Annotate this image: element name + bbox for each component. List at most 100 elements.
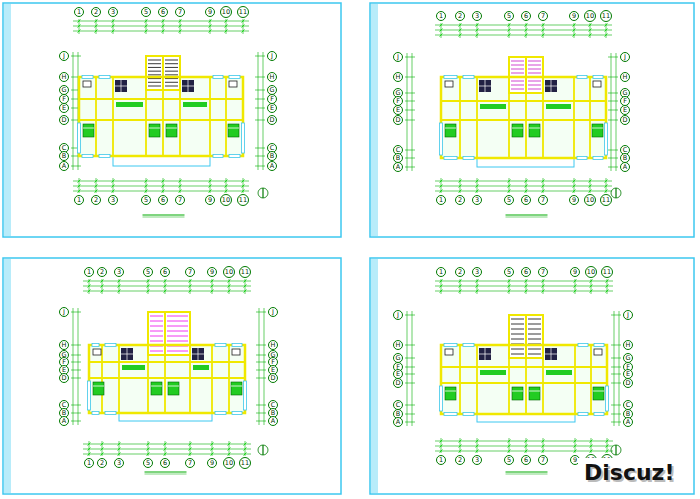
dimension-tick (95, 20, 98, 23)
bed-symbol (228, 128, 239, 129)
dimension-tick (459, 24, 462, 27)
axis-bubble: 10 (223, 266, 235, 278)
bed-symbol (149, 124, 160, 137)
window (444, 344, 457, 347)
axis-label: 10 (586, 13, 594, 20)
axis-label: H (396, 74, 401, 81)
dimension-tick (589, 190, 592, 193)
balcony (477, 158, 574, 167)
window (215, 344, 226, 347)
title-underline (506, 472, 548, 473)
axis-label: A (626, 419, 630, 426)
wall (211, 345, 213, 413)
axis-leader (71, 166, 81, 167)
axis-label: 9 (208, 9, 212, 16)
axis-bubble: 3 (114, 267, 124, 277)
dimension-tick (476, 34, 479, 37)
axis-label: 7 (188, 269, 192, 276)
axis-leader (71, 405, 81, 406)
axis-label: E (62, 105, 66, 112)
dimension-tick (189, 285, 192, 288)
axis-bubble: 1 (436, 195, 446, 205)
axis-label: F (396, 98, 400, 105)
axis-bubble: 2 (91, 7, 101, 17)
axis-leader (190, 279, 191, 294)
dimension-tick (244, 448, 247, 451)
sheet-frame (370, 3, 694, 237)
wall (589, 77, 591, 158)
stair-tread (148, 71, 161, 72)
axis-label: 9 (572, 197, 576, 204)
axis-label: A (62, 163, 66, 170)
title-underline (145, 472, 187, 473)
dimension-tick (508, 440, 511, 443)
axis-label: 2 (100, 460, 104, 467)
axis-bubble: 10 (584, 194, 596, 206)
kitchen-fitting (121, 348, 133, 360)
axis-leader (608, 93, 618, 94)
axis-label: E (270, 105, 274, 112)
axis-bubble: H (623, 340, 633, 350)
axis-leader (255, 108, 265, 109)
axis-leader (119, 441, 120, 456)
axis-leader (405, 57, 415, 58)
sheet-frame (3, 3, 341, 237)
dimension-tick (225, 20, 228, 23)
axis-label: D (395, 117, 400, 124)
stair-tread (511, 85, 524, 86)
axis-label: H (271, 342, 276, 349)
stair-tread (148, 82, 161, 83)
axis-bubble: 1 (436, 455, 446, 465)
window (242, 123, 245, 153)
axis-bubble: H (620, 72, 630, 82)
dimension-tick (574, 445, 577, 448)
axis-label: 9 (210, 269, 214, 276)
axis-leader (405, 414, 415, 415)
dimension-line (412, 311, 413, 426)
axis-leader (71, 312, 81, 313)
dimension-tick (605, 185, 608, 188)
axis-label: J (63, 309, 65, 316)
axis-bubble: 5 (143, 458, 153, 468)
dimension-tick (459, 190, 462, 193)
axis-leader (608, 150, 618, 151)
window (593, 76, 603, 79)
axis-label: 1 (87, 460, 91, 467)
dimension-line (73, 52, 74, 170)
dimension-tick (78, 180, 81, 183)
axis-bubble: 9 (569, 11, 579, 21)
stair-tread (165, 67, 178, 68)
dimension-tick (179, 185, 182, 188)
axis-bubble: H (59, 340, 69, 350)
wall (145, 77, 147, 156)
axis-leader (245, 279, 246, 294)
axis-label: E (396, 107, 400, 114)
dimension-tick (476, 180, 479, 183)
axis-label: H (62, 342, 67, 349)
axis-label: J (397, 312, 399, 319)
dimension-tick (242, 190, 245, 193)
north-arrow (258, 188, 268, 198)
stair-tread (511, 81, 524, 82)
kitchen-fitting (479, 80, 491, 92)
dimension-tick (164, 448, 167, 451)
dimension-tick (145, 25, 148, 28)
stair-tread (528, 319, 541, 320)
dimension-tick (101, 280, 104, 283)
outer-wall (441, 77, 606, 158)
wall (79, 119, 243, 121)
stair-tread (167, 321, 188, 322)
dimension-tick (162, 180, 165, 183)
axis-bubble: 11 (600, 194, 612, 206)
axis-leader (574, 23, 575, 38)
axis-leader (543, 279, 544, 294)
axis-label: 2 (458, 269, 462, 276)
stair-tread (528, 89, 541, 90)
dimension-tick (542, 29, 545, 32)
wall (225, 77, 227, 156)
axis-leader (113, 178, 114, 193)
sofa-symbol (183, 102, 207, 107)
axis-label: 3 (117, 269, 121, 276)
axis-label: 3 (475, 269, 479, 276)
dimension-line (73, 191, 249, 192)
